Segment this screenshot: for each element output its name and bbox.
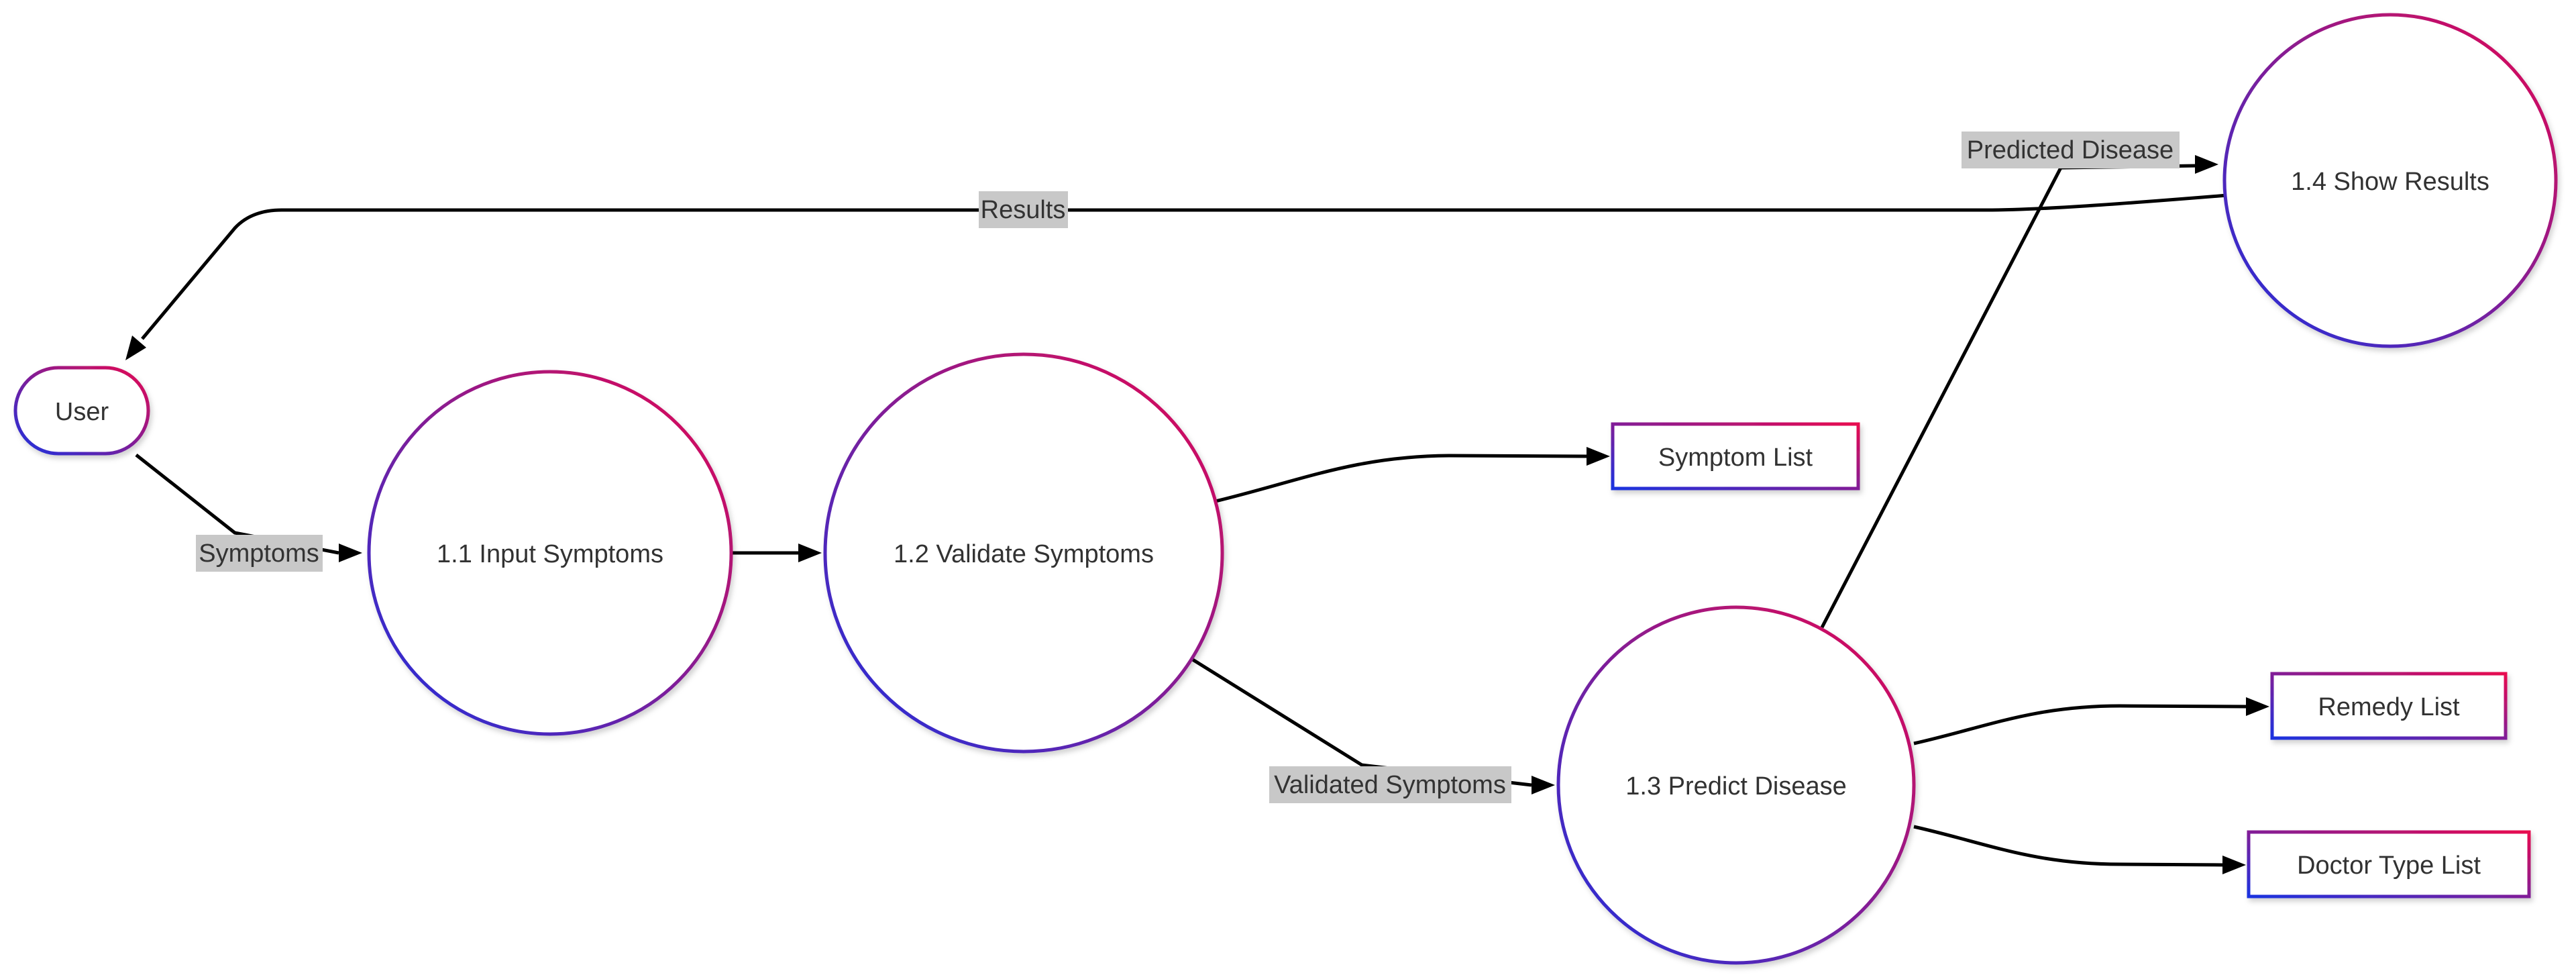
edge-label-symptoms-text: Symptoms	[199, 539, 319, 568]
edge-label-predicted-disease[interactable]: Predicted Disease	[1962, 132, 2180, 168]
flow-predict-to-doctor-type-list[interactable]	[1913, 825, 2223, 867]
flow-validate-to-symptom-list[interactable]	[1215, 454, 1587, 503]
arrowhead-validate-symptoms	[798, 544, 822, 562]
entity-user-label: User	[55, 398, 109, 426]
arrowhead-user	[125, 336, 146, 360]
edge-label-validated-symptoms-text: Validated Symptoms	[1274, 771, 1506, 799]
arrowhead-predict-disease	[1532, 776, 1555, 794]
datastore-symptom-list-label: Symptom List	[1658, 444, 1813, 472]
datastore-remedy-list-label: Remedy List	[2318, 693, 2460, 721]
process-input-symptoms-shape	[367, 370, 733, 736]
arrowhead-remedy-list	[2246, 697, 2269, 716]
datastore-symptom-list[interactable]: Symptom List	[1611, 422, 1860, 491]
datastore-remedy-list-shape	[2270, 672, 2508, 740]
process-input-symptoms[interactable]: 1.1 Input Symptoms	[367, 370, 733, 736]
process-validate-symptoms-label: 1.2 Validate Symptoms	[894, 540, 1154, 568]
edge-label-results[interactable]: Results	[979, 191, 1068, 228]
process-predict-disease-label: 1.3 Predict Disease	[1625, 772, 1847, 801]
flow-show-results-to-user[interactable]	[141, 193, 2228, 340]
process-validate-symptoms-shape	[823, 352, 1224, 754]
datastore-doctor-type-list[interactable]: Doctor Type List	[2247, 830, 2531, 898]
process-validate-symptoms[interactable]: 1.2 Validate Symptoms	[823, 352, 1224, 754]
edge-label-predicted-disease-text: Predicted Disease	[1967, 136, 2174, 164]
label-background	[1962, 132, 2180, 168]
process-input-symptoms-label: 1.1 Input Symptoms	[437, 540, 663, 568]
edge-label-symptoms[interactable]: Symptoms	[196, 535, 323, 572]
process-predict-disease-shape	[1556, 605, 1916, 965]
arrowhead-doctor-type-list	[2222, 856, 2246, 874]
edge-label-results-text: Results	[981, 196, 1066, 224]
entity-user[interactable]: User	[13, 366, 150, 456]
entity-user-shape	[13, 366, 150, 456]
flow-validate-to-predict[interactable]	[1191, 658, 1532, 787]
process-predict-disease[interactable]: 1.3 Predict Disease	[1556, 605, 1916, 965]
label-background	[1269, 766, 1511, 803]
process-show-results-shape	[2222, 13, 2558, 348]
datastore-doctor-type-list-shape	[2247, 830, 2531, 898]
datastore-remedy-list[interactable]: Remedy List	[2270, 672, 2508, 740]
edge-label-validated-symptoms[interactable]: Validated Symptoms	[1269, 766, 1511, 803]
arrowhead-input-symptoms	[339, 544, 362, 562]
flow-predict-to-show-results[interactable]	[1820, 164, 2196, 629]
process-show-results-label: 1.4 Show Results	[2291, 168, 2489, 196]
nodes: User 1.1 Input Symptoms 1.2 Validate Sym…	[13, 13, 2558, 965]
label-background	[979, 191, 1068, 228]
label-background	[196, 535, 323, 572]
datastore-doctor-type-list-label: Doctor Type List	[2297, 852, 2481, 880]
arrowhead-show-results	[2195, 155, 2218, 174]
process-show-results[interactable]: 1.4 Show Results	[2222, 13, 2558, 348]
edge-labels: Symptoms Validated Symptoms Predicted Di…	[196, 132, 2180, 803]
datastore-symptom-list-shape	[1611, 422, 1860, 491]
flow-predict-to-remedy-list[interactable]	[1913, 704, 2247, 745]
arrowhead-symptom-list	[1587, 447, 1610, 466]
